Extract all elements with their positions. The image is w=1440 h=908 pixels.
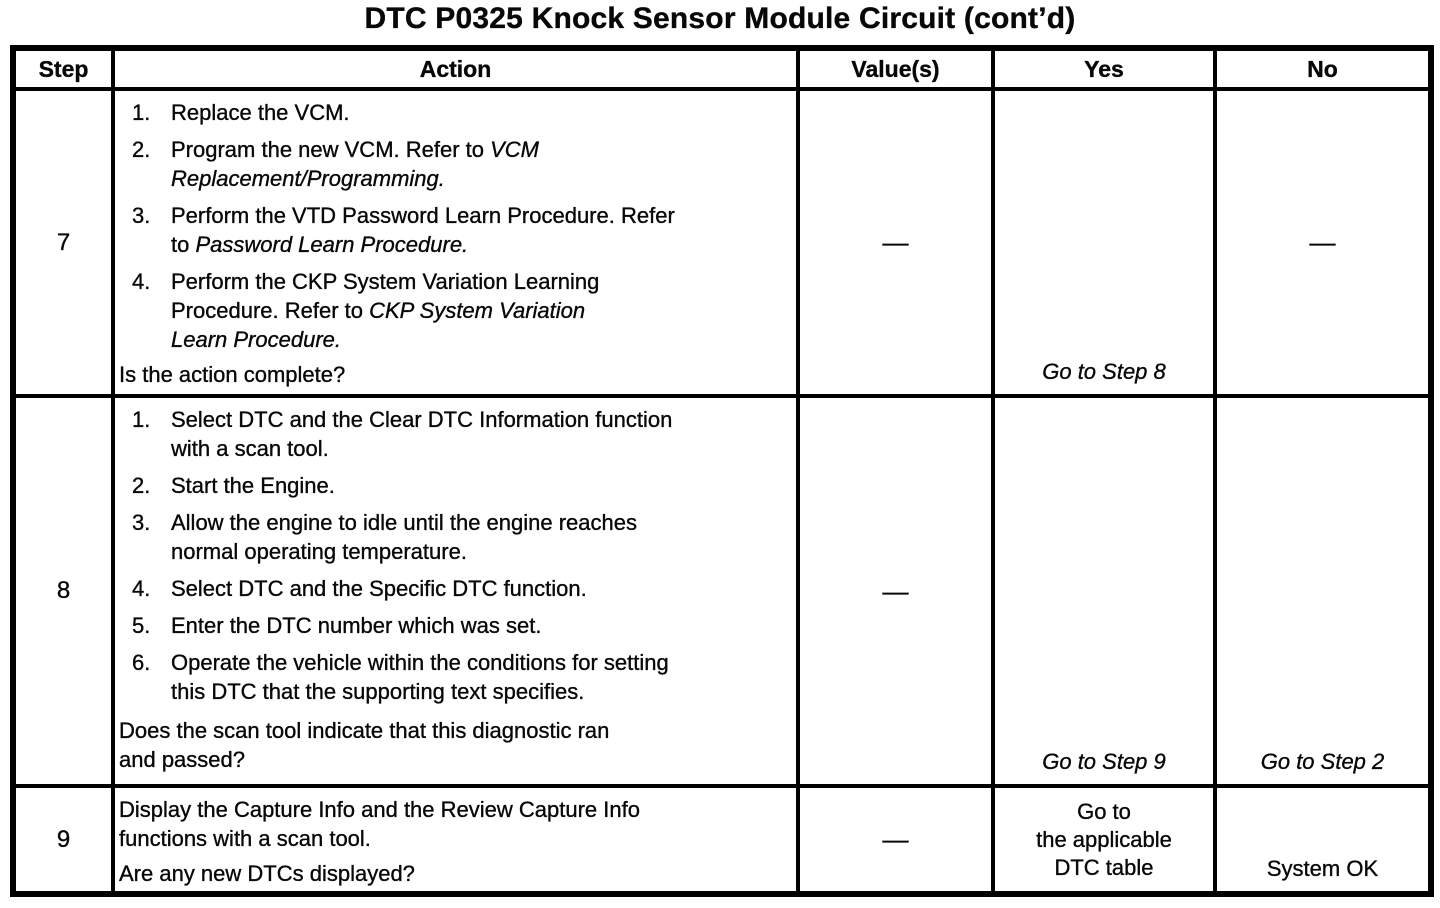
- action-item-number: 5.: [132, 613, 151, 638]
- row-question: Is the action complete?: [119, 362, 346, 387]
- action-item-number: 3.: [132, 203, 151, 228]
- step-number: 9: [11, 784, 115, 896]
- action-text: Display the Capture Info and the Review …: [119, 797, 640, 851]
- value-cell: —: [796, 394, 995, 788]
- table-body: 7 1. Replace the VCM. 2. Program the new…: [11, 87, 1433, 896]
- action-item-number: 1.: [132, 407, 151, 432]
- action-item: 1. Replace the VCM.: [119, 98, 790, 127]
- action-item: 1. Select DTC and the Clear DTC Informat…: [119, 405, 790, 463]
- no-result: System OK: [1266, 856, 1379, 881]
- yes-cell: Go to Step 8: [991, 87, 1217, 398]
- no-cell: Go to Step 2: [1213, 394, 1433, 788]
- action-item-text: Select DTC and the Clear DTC Information…: [171, 407, 673, 461]
- action-item-number: 2.: [132, 473, 151, 498]
- col-header-action: Action: [111, 46, 800, 91]
- table-row-step-7: 7 1. Replace the VCM. 2. Program the new…: [11, 87, 1433, 398]
- action-item: 3. Allow the engine to idle until the en…: [119, 508, 790, 566]
- action-cell: 1. Replace the VCM. 2. Program the new V…: [111, 87, 800, 398]
- table-header: Step Action Value(s) Yes No: [11, 46, 1433, 91]
- row-question: Does the scan tool indicate that this di…: [119, 718, 610, 772]
- col-header-values: Value(s): [796, 46, 995, 91]
- action-item: 6. Operate the vehicle within the condit…: [119, 648, 790, 706]
- action-item-number: 4.: [132, 576, 151, 601]
- col-header-no: No: [1213, 46, 1433, 91]
- action-item-number: 2.: [132, 137, 151, 162]
- dtc-diagnostic-table: Step Action Value(s) Yes No 7 1. Replace…: [10, 45, 1434, 897]
- table-row-step-9: 9 Display the Capture Info and the Revie…: [11, 784, 1433, 896]
- action-item-text: Operate the vehicle within the condition…: [171, 650, 669, 704]
- action-cell: Display the Capture Info and the Review …: [111, 784, 800, 896]
- action-cell: 1. Select DTC and the Clear DTC Informat…: [111, 394, 800, 788]
- header-row: Step Action Value(s) Yes No: [11, 46, 1433, 91]
- no-cell: —: [1213, 87, 1433, 398]
- step-number: 8: [11, 394, 115, 788]
- yes-cell: Go to Step 9: [991, 394, 1217, 788]
- yes-cell: Go to the applicable DTC table: [991, 784, 1217, 896]
- value-cell: —: [796, 87, 995, 398]
- action-item-text: Perform the CKP System Variation Learnin…: [171, 269, 600, 352]
- page-title: DTC P0325 Knock Sensor Module Circuit (c…: [364, 2, 1076, 35]
- action-item: 4. Select DTC and the Specific DTC funct…: [119, 574, 790, 603]
- action-reference-italic: Password Learn Procedure.: [195, 232, 469, 257]
- yes-result: Go to the applicable DTC table: [1036, 798, 1172, 880]
- row-question: Are any new DTCs displayed?: [119, 861, 415, 886]
- em-dash: —: [882, 824, 909, 854]
- action-item: 2. Start the Engine.: [119, 471, 790, 500]
- yes-result: Go to Step 9: [1042, 749, 1166, 774]
- value-cell: —: [796, 784, 995, 896]
- action-item: 5. Enter the DTC number which was set.: [119, 611, 790, 640]
- action-item-number: 4.: [132, 269, 151, 294]
- action-item-text: Enter the DTC number which was set.: [171, 613, 542, 638]
- action-item-number: 6.: [132, 650, 151, 675]
- no-cell: System OK: [1213, 784, 1433, 896]
- action-item-number: 3.: [132, 510, 151, 535]
- action-item-text: Program the new VCM. Refer to VCM Replac…: [171, 137, 540, 191]
- action-item-text: Allow the engine to idle until the engin…: [171, 510, 637, 564]
- action-reference-italic: VCM Replacement/Programming.: [171, 137, 540, 191]
- em-dash: —: [882, 227, 909, 257]
- table-row-step-8: 8 1. Select DTC and the Clear DTC Inform…: [11, 394, 1433, 788]
- em-dash: —: [882, 575, 909, 606]
- action-item-number: 1.: [132, 100, 151, 125]
- col-header-yes: Yes: [991, 46, 1217, 91]
- action-item: 3. Perform the VTD Password Learn Proced…: [119, 201, 790, 259]
- action-item-text: Start the Engine.: [171, 473, 335, 498]
- em-dash: —: [1309, 226, 1336, 257]
- action-item-text: Perform the VTD Password Learn Procedure…: [171, 203, 675, 257]
- yes-result: Go to Step 8: [1042, 359, 1166, 384]
- no-result: Go to Step 2: [1260, 749, 1385, 774]
- action-item: 4. Perform the CKP System Variation Lear…: [119, 267, 790, 354]
- step-number: 7: [11, 87, 115, 398]
- col-header-step: Step: [11, 46, 115, 91]
- action-item: 2. Program the new VCM. Refer to VCM Rep…: [119, 135, 790, 193]
- action-item-text: Select DTC and the Specific DTC function…: [171, 576, 587, 601]
- action-reference-italic: CKP System Variation Learn Procedure.: [171, 298, 586, 352]
- action-item-text: Replace the VCM.: [171, 100, 350, 125]
